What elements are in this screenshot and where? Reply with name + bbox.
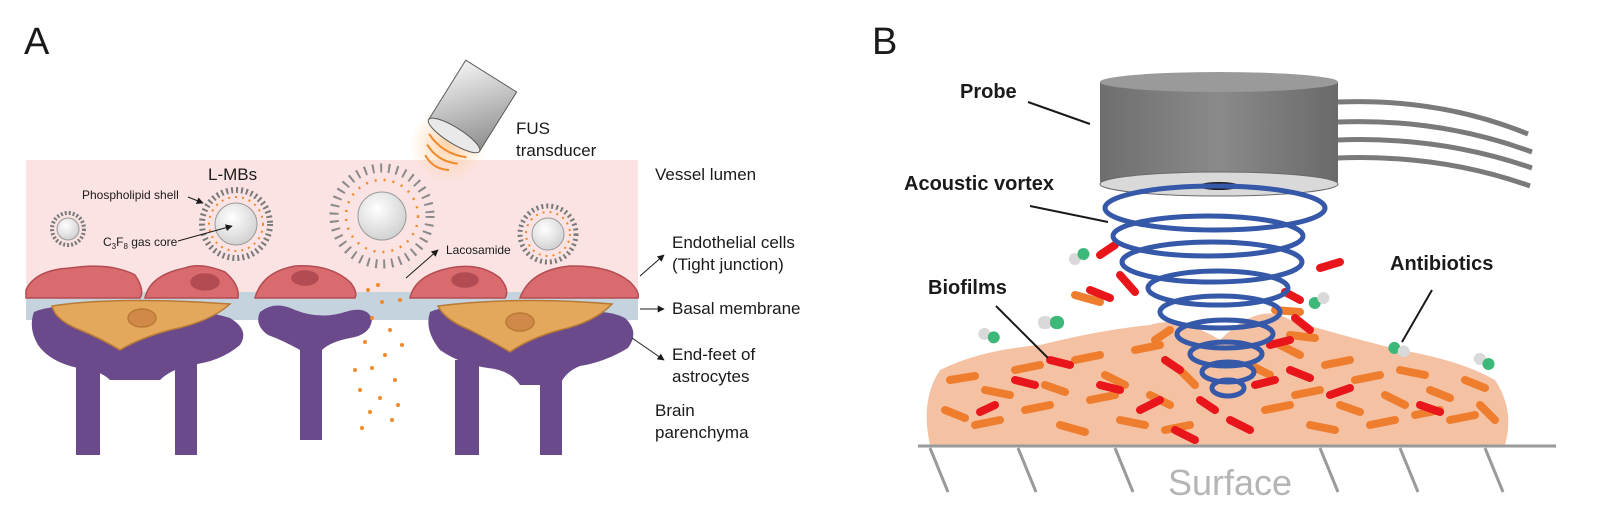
label-endfeet-line2: astrocytes — [672, 367, 749, 386]
label-fus-line2: transducer — [516, 141, 597, 160]
probe-cables — [1337, 99, 1533, 189]
label-surface: Surface — [1168, 462, 1292, 503]
label-brain-line2: parenchyma — [655, 423, 749, 442]
label-endothelial-line2: (Tight junction) — [672, 255, 784, 274]
pointer-biofilms — [995, 305, 1049, 359]
arrow-gas-core — [177, 224, 233, 242]
microbubble-small-left — [50, 211, 86, 247]
fus-wave — [426, 144, 458, 165]
label-l-mbs: L-MBs — [208, 165, 257, 184]
pointer-probe — [1027, 101, 1091, 125]
label-fus-line1: FUS — [516, 119, 550, 138]
fus-wave — [428, 133, 467, 159]
label-endfeet-line1: End-feet of — [672, 345, 755, 364]
fus-face — [427, 117, 481, 154]
probe-body — [1100, 82, 1338, 182]
arrow-phospholipid-shell — [187, 196, 204, 204]
label-basal-membrane: Basal membrane — [672, 299, 801, 318]
label-gas-core: C3F8 gas core — [103, 235, 178, 251]
microbubble-oscillating — [329, 163, 435, 269]
label-biofilms: Biofilms — [928, 277, 1007, 299]
bacteria-red — [976, 241, 1444, 444]
label-probe: Probe — [960, 81, 1017, 103]
label-acoustic-vortex: Acoustic vortex — [904, 173, 1054, 195]
antibiotic-capsules — [978, 248, 1495, 370]
label-antibiotics: Antibiotics — [1390, 253, 1493, 275]
panel-b: B — [872, 21, 1556, 503]
panel-b-letter: B — [872, 21, 897, 63]
arrow-endothelial — [639, 254, 665, 277]
probe-top — [1100, 72, 1338, 92]
endothelial-cells — [25, 265, 640, 299]
arrow-lacosamide — [405, 249, 439, 279]
drug-dots — [353, 283, 404, 430]
fus-wave — [424, 154, 450, 171]
label-endothelial-line1: Endothelial cells — [672, 233, 795, 252]
astrocyte-bodies — [51, 299, 614, 353]
pointer-antibiotics — [1401, 289, 1433, 343]
panel-a: A — [24, 21, 801, 455]
label-lacosamide: Lacosamide — [446, 243, 511, 257]
probe — [1099, 72, 1339, 197]
label-phospholipid-shell: Phospholipid shell — [82, 188, 179, 202]
panel-a-letter: A — [24, 21, 50, 63]
microbubble-right — [517, 203, 579, 265]
label-brain-line1: Brain — [655, 401, 695, 420]
astrocytes — [31, 305, 634, 455]
label-vessel-lumen: Vessel lumen — [655, 165, 756, 184]
acoustic-vortex — [1102, 183, 1328, 399]
surface — [918, 444, 1556, 493]
fus-transducer — [410, 59, 518, 183]
pointer-acoustic-vortex — [1029, 205, 1109, 223]
microbubble-labeled — [199, 187, 273, 261]
arrow-endfeet — [631, 337, 665, 361]
